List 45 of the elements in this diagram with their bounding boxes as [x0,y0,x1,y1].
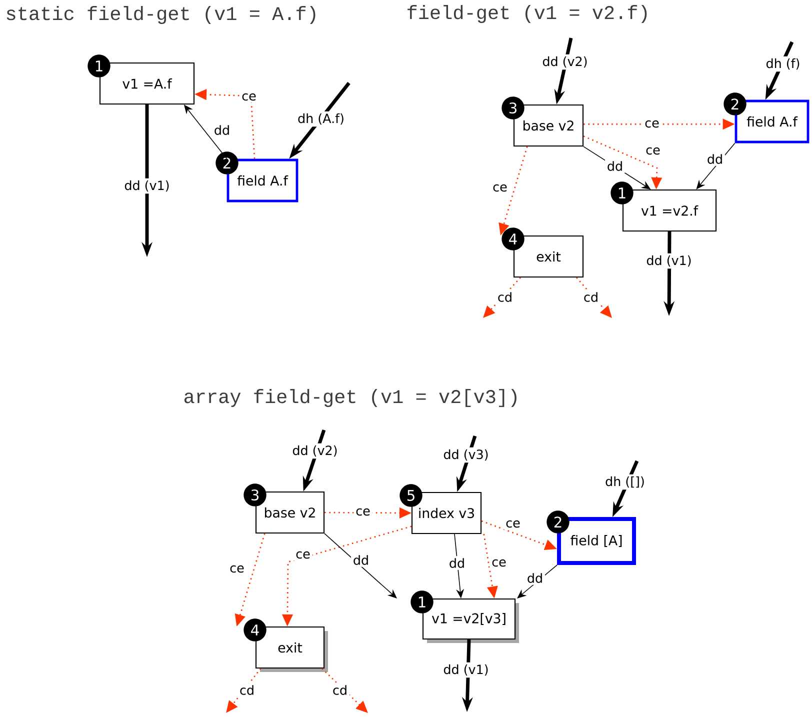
edge-label: dd [604,159,626,173]
number-badge: 4 [502,228,524,250]
edge-label: ce [504,518,522,530]
arrow [324,533,397,598]
edge-label: dd (v2) [290,443,340,459]
edge-label: dd (v3) [441,447,491,463]
number-badge: 1 [610,182,634,204]
number-badge: 2 [216,152,238,174]
edge-label: dh (A.f) [296,111,346,127]
heading: static field-get (v1 = A.f) [6,6,316,24]
number-badge: 4 [244,618,266,642]
number-badge: 3 [502,96,524,120]
edge-label: ce [644,145,662,157]
edge-label: dd (v1) [122,178,172,194]
edge-label: dd (v2) [540,54,590,70]
edge-label: dh (f) [764,56,802,72]
edge-label: ce [354,506,372,518]
edge-label: dd [704,152,726,166]
edge-label: dd [524,571,546,585]
edge-label: cd [582,290,601,304]
number-badge: 2 [724,92,746,116]
edge-label: ce [294,549,312,561]
edge-label: dh ([]) [603,474,647,490]
edge-label: dd [350,553,372,567]
edge-label: cd [330,683,350,697]
edge-label: dd (v1) [441,662,491,678]
edge-label: ce [490,182,510,194]
edge-label: ce [240,91,258,103]
edge-label: cd [496,290,515,304]
edge-label: dd [212,123,232,137]
edge-label: ce [228,563,246,575]
edge-label: ce [490,557,508,569]
heading: field-get (v1 = v2.f) [408,4,647,24]
arrow [517,564,558,598]
edge-label: dd [446,556,468,570]
number-badge: 1 [410,590,434,614]
number-badge: 5 [400,484,422,507]
heading: array field-get (v1 = v2[v3]) [184,389,516,408]
edge-label: ce [642,118,662,130]
edge-label: dd (v1) [644,253,694,269]
number-badge: 2 [546,510,570,534]
edge-label: cd [238,683,256,697]
number-badge: 3 [244,484,266,506]
number-badge: 1 [88,54,110,78]
arrow [696,142,736,190]
